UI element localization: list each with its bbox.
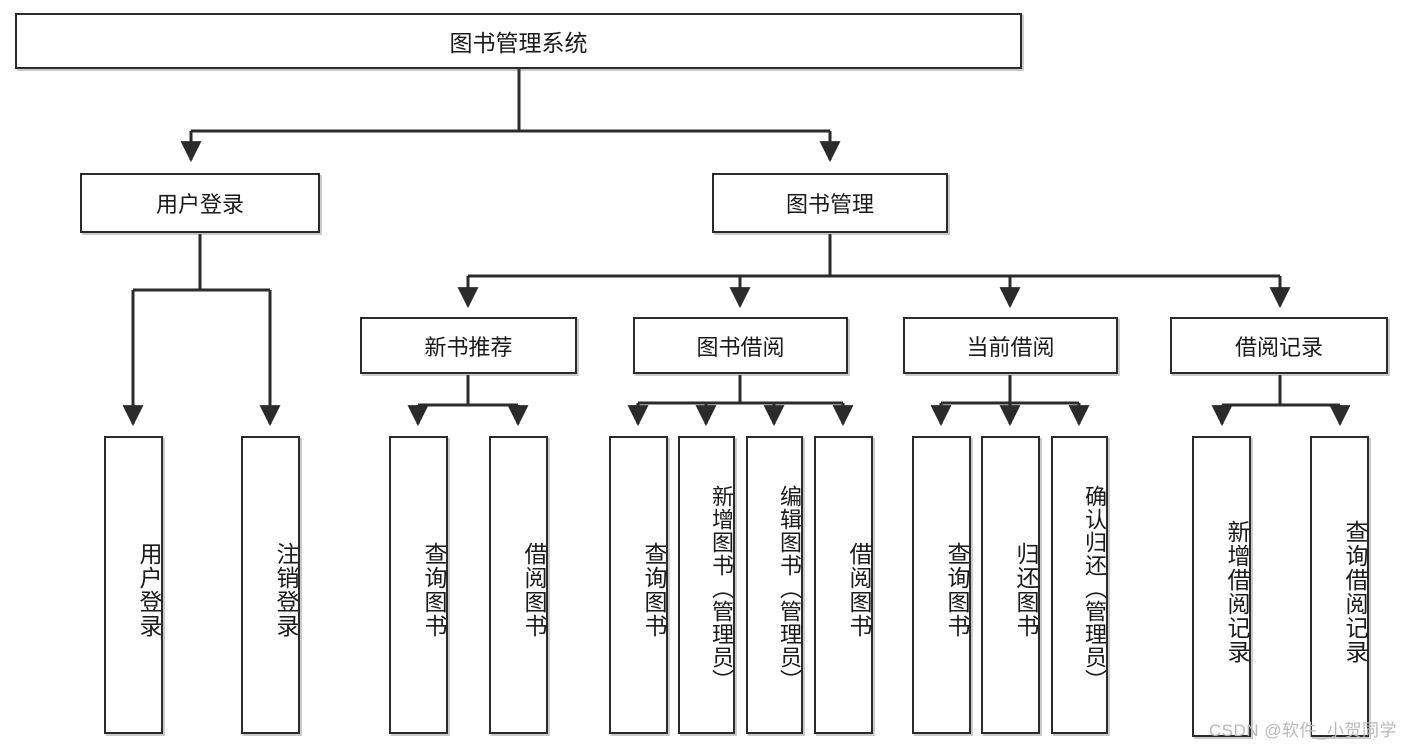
node-leaf-add-record-label: 新增借阅记录 — [1224, 519, 1250, 664]
node-leaf-query-record[interactable]: 查询借阅记录 — [1310, 436, 1369, 737]
node-leaf-borrow-book-1-label: 借阅图书 — [521, 542, 547, 638]
node-leaf-borrow-book-1[interactable]: 借阅图书 — [489, 436, 548, 734]
node-leaf-query-book-3-label: 查询图书 — [944, 542, 970, 638]
node-leaf-add-book[interactable]: 新增图书（管理员） — [678, 436, 735, 734]
node-new-book-rec[interactable]: 新书推荐 — [360, 317, 577, 374]
node-book-manage-label: 图书管理 — [785, 192, 874, 217]
node-leaf-confirm-return[interactable]: 确认归还（管理员） — [1051, 436, 1108, 734]
node-leaf-query-book-1-label: 查询图书 — [421, 542, 447, 638]
node-root-label: 图书管理系统 — [449, 30, 588, 56]
node-leaf-user-login[interactable]: 用户登录 — [104, 436, 163, 734]
node-book-borrow[interactable]: 图书借阅 — [633, 317, 848, 374]
node-leaf-return-book[interactable]: 归还图书 — [981, 436, 1040, 734]
node-leaf-user-login-label: 用户登录 — [136, 542, 162, 638]
node-leaf-borrow-book-2[interactable]: 借阅图书 — [814, 436, 873, 734]
node-root[interactable]: 图书管理系统 — [15, 13, 1022, 69]
node-leaf-borrow-book-2-label: 借阅图书 — [846, 542, 872, 638]
node-current-borrow[interactable]: 当前借阅 — [903, 317, 1118, 374]
node-leaf-query-book-1[interactable]: 查询图书 — [389, 436, 448, 734]
node-leaf-add-book-label: 新增图书（管理员） — [709, 484, 734, 692]
node-leaf-query-book-2[interactable]: 查询图书 — [609, 436, 668, 734]
node-leaf-logout-label: 注销登录 — [273, 542, 299, 638]
node-leaf-add-record[interactable]: 新增借阅记录 — [1192, 436, 1251, 737]
node-leaf-edit-book[interactable]: 编辑图书（管理员） — [746, 436, 803, 734]
node-leaf-edit-book-label: 编辑图书（管理员） — [777, 484, 802, 692]
node-leaf-query-book-3[interactable]: 查询图书 — [912, 436, 971, 734]
node-borrow-record[interactable]: 借阅记录 — [1170, 317, 1388, 374]
node-user-login-label: 用户登录 — [155, 192, 244, 217]
node-leaf-return-book-label: 归还图书 — [1013, 542, 1039, 638]
node-leaf-confirm-return-label: 确认归还（管理员） — [1082, 484, 1107, 692]
node-new-book-rec-label: 新书推荐 — [424, 334, 513, 360]
node-leaf-query-record-label: 查询借阅记录 — [1342, 519, 1368, 664]
node-book-manage[interactable]: 图书管理 — [712, 173, 948, 233]
watermark: CSDN @软件_小贺同学 — [1208, 721, 1397, 740]
node-borrow-record-label: 借阅记录 — [1234, 334, 1323, 360]
node-leaf-logout[interactable]: 注销登录 — [241, 436, 300, 734]
node-book-borrow-label: 图书借阅 — [696, 334, 785, 360]
node-user-login[interactable]: 用户登录 — [80, 173, 320, 233]
node-leaf-query-book-2-label: 查询图书 — [641, 542, 667, 638]
node-current-borrow-label: 当前借阅 — [966, 334, 1055, 360]
